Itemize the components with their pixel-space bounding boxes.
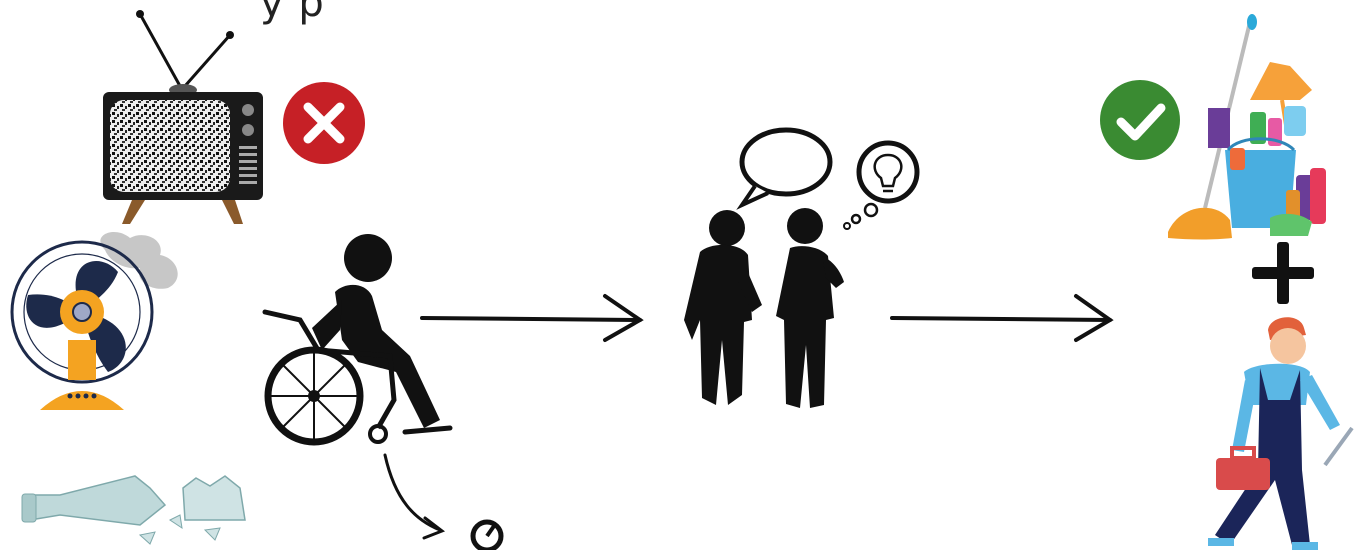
- people-discussing-icon: [684, 208, 844, 408]
- broken-tv-icon: [103, 10, 263, 224]
- repair-worker-icon: [1208, 317, 1352, 550]
- cross-mark-icon: [283, 82, 365, 164]
- curved-arrow: [385, 455, 442, 538]
- plus-icon: [1252, 242, 1314, 304]
- speech-bubble-icon: [742, 130, 830, 205]
- timer-icon: [473, 522, 501, 550]
- broken-bottle-icon: [22, 476, 245, 544]
- arrow-to-discussion: [422, 296, 640, 340]
- check-mark-icon: [1100, 80, 1180, 160]
- cleaning-supplies-icon: [1168, 14, 1326, 240]
- header-partial-text: y p: [260, 0, 325, 26]
- broken-fan-icon: [12, 232, 178, 410]
- wheelchair-user-icon: [265, 234, 450, 442]
- arrow-to-solution: [892, 296, 1110, 340]
- lightbulb-thought-icon: [844, 143, 917, 229]
